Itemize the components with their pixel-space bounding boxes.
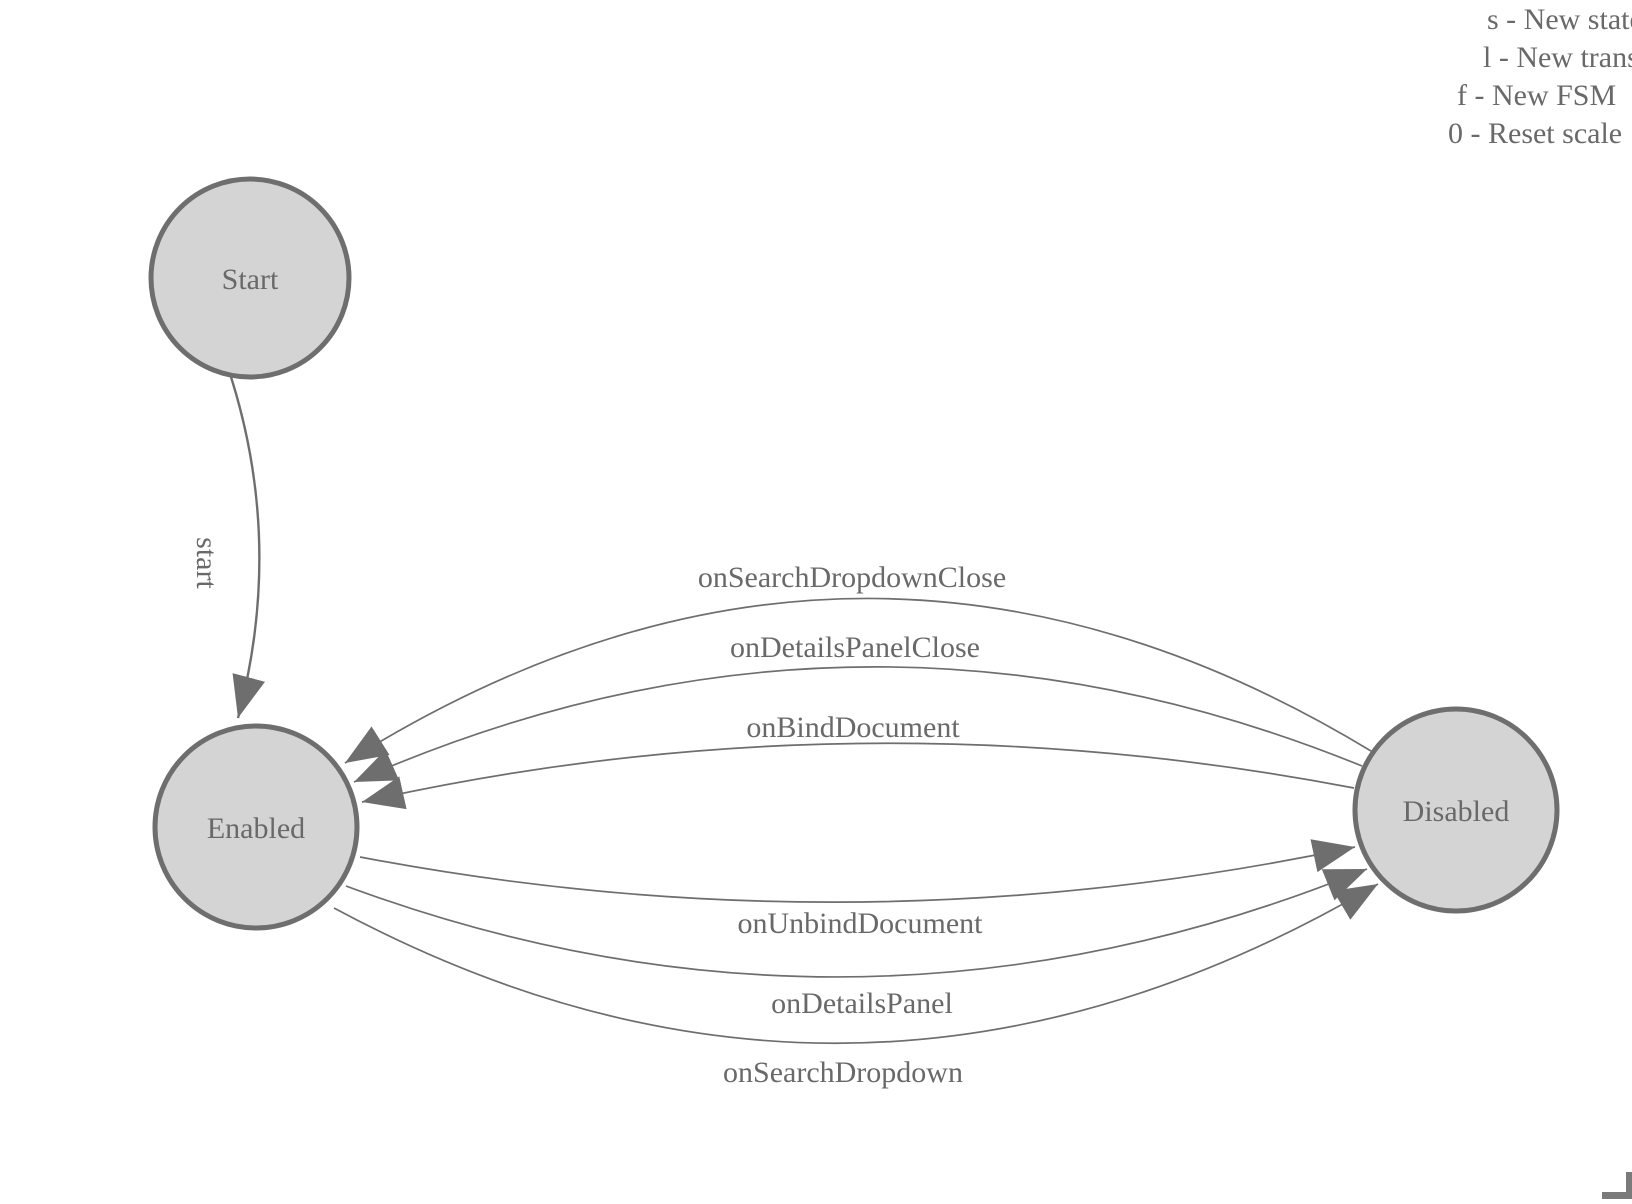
edge-onDetailsPanel[interactable]	[345, 868, 1368, 978]
transition-label-onDetailsPanelClose: onDetailsPanelClose	[730, 631, 980, 664]
edge-onBindDocument[interactable]	[361, 742, 1355, 810]
state-enabled[interactable]	[152, 723, 360, 931]
transition-label-onBindDocument: onBindDocument	[746, 711, 960, 744]
transition-label-onSearchDropdownClose: onSearchDropdownClose	[698, 561, 1006, 594]
legend-line-new-fsm: f - New FSM	[1457, 79, 1616, 112]
edge-onSearchDropdownClose[interactable]	[344, 597, 1372, 764]
edge-onSearchDropdown[interactable]	[333, 883, 1379, 1045]
legend-line-new-state: s - New state	[1487, 3, 1632, 36]
state-disabled[interactable]	[1352, 706, 1560, 914]
transition-label-start: start	[190, 537, 223, 589]
legend-line-reset-scale: 0 - Reset scale	[1448, 117, 1622, 150]
edge-onUnbindDocument[interactable]	[359, 839, 1356, 903]
transition-label-onDetailsPanel: onDetailsPanel	[771, 987, 953, 1020]
corner-bracket-horizontal	[1602, 1192, 1632, 1199]
state-enabled-label: Enabled	[207, 812, 305, 845]
state-start-label: Start	[222, 263, 279, 296]
transition-label-onUnbindDocument: onUnbindDocument	[738, 907, 984, 940]
edge-onDetailsPanelClose[interactable]	[353, 666, 1363, 783]
state-disabled-label: Disabled	[1403, 795, 1510, 828]
corner-bracket-vertical	[1626, 1172, 1632, 1198]
edge-start[interactable]	[229, 376, 266, 719]
state-start[interactable]	[148, 176, 352, 380]
transition-label-onSearchDropdown: onSearchDropdown	[723, 1056, 963, 1089]
legend-line-new-transition: l - New transition	[1483, 41, 1632, 74]
